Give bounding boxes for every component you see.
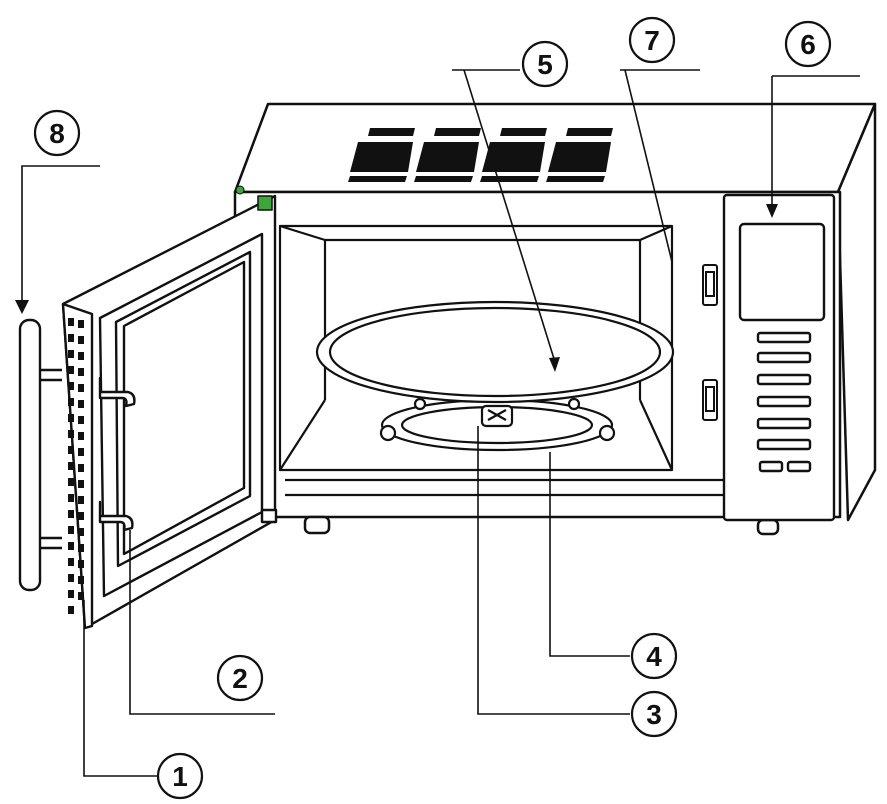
leader-lines — [15, 69, 860, 777]
display-window — [738, 222, 826, 322]
door-hook-upper — [98, 376, 136, 408]
door-seal — [68, 318, 84, 614]
door-handle — [18, 318, 42, 592]
panel-button-6 — [756, 438, 812, 451]
leader-8 — [21, 165, 100, 300]
callout-2: 2 — [216, 654, 264, 702]
panel-button-7 — [758, 460, 784, 473]
leader-2 — [129, 530, 275, 715]
door-window — [114, 250, 252, 568]
callout-3-number: 3 — [646, 699, 662, 730]
leader-1 — [83, 600, 160, 777]
callout-8: 8 — [33, 109, 81, 157]
callout-8-number: 8 — [49, 118, 65, 149]
door-hinge-bottom — [260, 508, 278, 524]
door-latches — [702, 264, 718, 421]
door-hook-lower — [98, 500, 134, 532]
callouts: 1 2 3 4 5 6 7 8 — [33, 16, 832, 800]
top-vents — [348, 128, 613, 182]
callout-2-number: 2 — [232, 663, 248, 694]
oven-door — [18, 185, 278, 630]
door-edge — [61, 302, 94, 630]
callout-7-number: 7 — [644, 25, 660, 56]
callout-4: 4 — [630, 632, 678, 680]
panel-button-8 — [786, 460, 812, 473]
callout-5-number: 5 — [537, 49, 553, 80]
foot-left — [303, 515, 331, 535]
control-panel — [722, 193, 836, 522]
panel-button-4 — [756, 395, 812, 408]
cabinet-side — [836, 102, 877, 522]
door-hinge-top — [257, 195, 273, 211]
panel-button-5 — [756, 417, 812, 430]
callout-4-number: 4 — [646, 641, 662, 672]
panel-button-2 — [756, 351, 812, 364]
callout-1: 1 — [156, 752, 204, 800]
panel-button-1 — [756, 331, 812, 344]
leader-5-diag — [463, 69, 556, 363]
callout-5: 5 — [521, 40, 569, 88]
turntable-assembly — [315, 300, 675, 452]
callout-7: 7 — [628, 16, 676, 64]
glass-tray — [315, 300, 675, 404]
callout-3: 3 — [630, 690, 678, 738]
callout-1-number: 1 — [172, 761, 188, 792]
leader-4 — [549, 452, 630, 657]
panel-button-3 — [756, 373, 812, 386]
callout-6: 6 — [784, 20, 832, 68]
leader-3 — [477, 426, 630, 715]
foot-right — [756, 518, 780, 536]
callout-6-number: 6 — [800, 29, 816, 60]
